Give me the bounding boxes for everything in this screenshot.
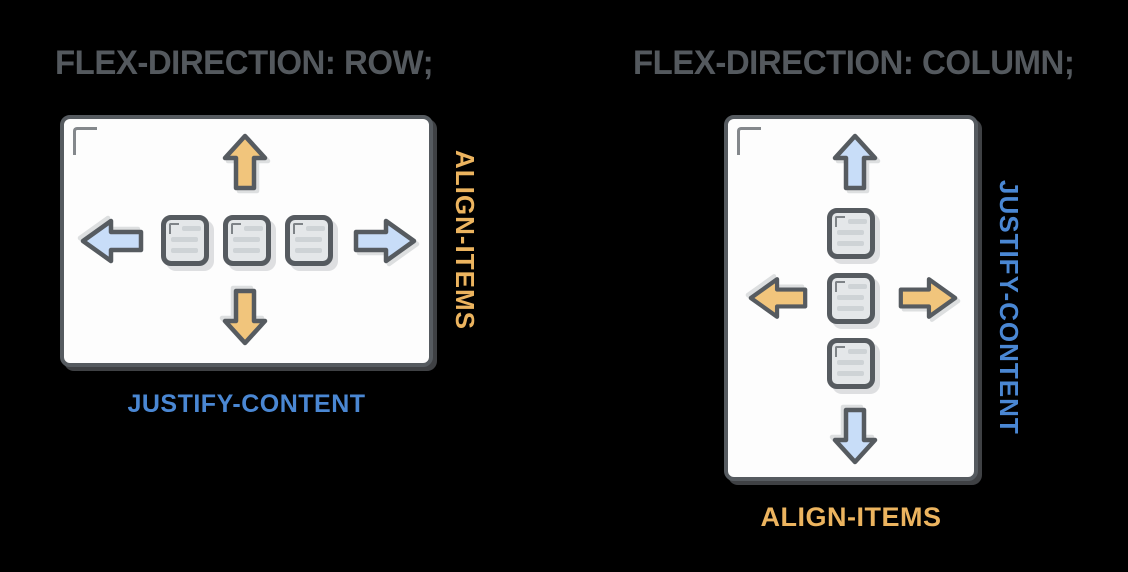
- flex-item-icon: [284, 215, 333, 266]
- item-corner-mark-icon: [168, 223, 179, 234]
- item-corner-mark-icon: [835, 216, 845, 227]
- row-flex-container: [60, 115, 433, 367]
- arrow-left-icon: [80, 218, 144, 264]
- flex-item-icon: [827, 338, 875, 389]
- column-diagram-title: FLEX-DIRECTION: COLUMN;: [633, 44, 1075, 82]
- flex-item-icon: [827, 208, 875, 259]
- row-diagram-title: FLEX-DIRECTION: ROW;: [55, 44, 434, 82]
- row-justify-content-label: JUSTIFY-CONTENT: [127, 390, 366, 418]
- corner-mark-icon: [737, 127, 761, 155]
- arrow-right-icon: [353, 218, 417, 264]
- item-corner-mark-icon: [292, 223, 303, 234]
- column-justify-content-label: JUSTIFY-CONTENT: [994, 180, 1024, 435]
- flex-item-icon: [827, 273, 875, 324]
- flex-item-icon: [222, 215, 271, 266]
- arrow-down-icon: [222, 288, 268, 346]
- item-corner-mark-icon: [835, 281, 845, 292]
- column-flex-container: [724, 115, 978, 481]
- arrow-down-icon: [832, 407, 878, 465]
- corner-mark-icon: [73, 127, 97, 155]
- arrow-up-icon: [832, 133, 878, 191]
- arrow-left-icon: [748, 277, 808, 319]
- arrow-right-icon: [898, 277, 958, 319]
- flex-items: [728, 208, 974, 389]
- flex-items: [64, 215, 429, 266]
- item-corner-mark-icon: [230, 223, 241, 234]
- flex-item-icon: [160, 215, 209, 266]
- item-corner-mark-icon: [835, 346, 845, 357]
- row-align-items-label: ALIGN-ITEMS: [450, 150, 480, 330]
- column-align-items-label: ALIGN-ITEMS: [760, 502, 942, 532]
- arrow-up-icon: [222, 133, 268, 191]
